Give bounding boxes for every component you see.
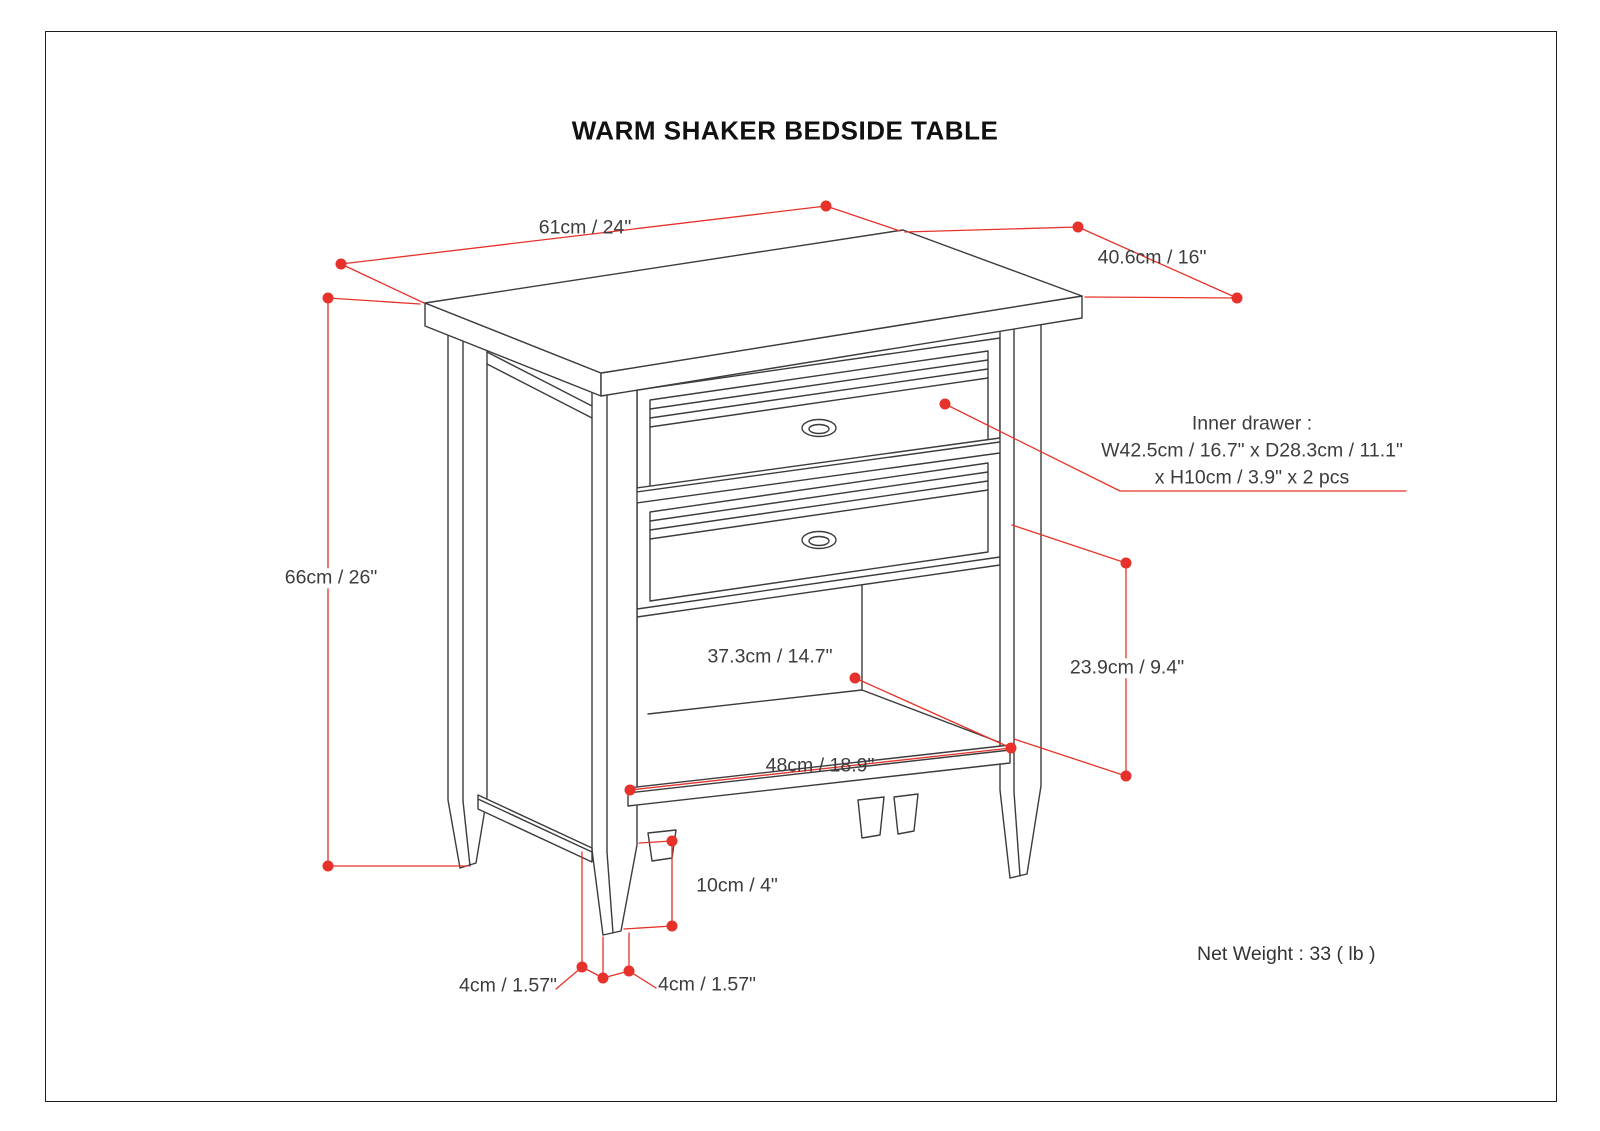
table-drawing — [424, 229, 1083, 936]
dim-leg-height — [623, 840, 673, 930]
dim-inner-drawer-leader — [944, 403, 1407, 492]
dim-shelf-depth — [854, 677, 1012, 749]
dim-label-height: 66cm / 26" — [280, 568, 382, 588]
dim-label-shelf-width: 48cm / 18.9" — [765, 754, 875, 777]
dim-label-top-width: 61cm / 24" — [538, 216, 632, 239]
inner-drawer-note-line1: Inner drawer : — [1191, 412, 1313, 435]
dim-top-width — [340, 205, 901, 304]
shelf-side-rail — [477, 794, 593, 863]
dimension-dots — [322, 200, 1243, 984]
dim-label-foot-depth: 4cm / 1.57" — [459, 974, 557, 997]
drawer-handle-icon — [801, 418, 837, 438]
dim-top-depth — [904, 226, 1238, 299]
tabletop — [424, 229, 1083, 397]
dim-shelf-width — [629, 747, 1012, 791]
leg-left — [447, 331, 488, 869]
drawer-handle-icon — [801, 530, 837, 550]
drawer-bottom — [649, 462, 989, 602]
dim-label-shelf-opening-height: 23.9cm / 9.4" — [1065, 658, 1189, 678]
back-leg-feet — [647, 793, 919, 862]
page-title: WARM SHAKER BEDSIDE TABLE — [571, 115, 999, 146]
leg-right — [999, 321, 1042, 879]
leg-front — [591, 387, 638, 936]
page-border — [45, 31, 1557, 1102]
dim-label-foot-width: 4cm / 1.57" — [658, 973, 756, 996]
dim-label-shelf-depth: 37.3cm / 14.7" — [707, 645, 833, 668]
inner-drawer-note-line2: W42.5cm / 16.7" x D28.3cm / 11.1" — [1101, 439, 1403, 462]
dim-label-top-depth: 40.6cm / 16" — [1097, 246, 1207, 269]
dimension-lines — [322, 200, 1407, 990]
net-weight-text: Net Weight : 33 ( lb ) — [1197, 943, 1376, 965]
inner-drawer-note-line3: x H10cm / 3.9" x 2 pcs — [1154, 466, 1350, 489]
dim-label-leg-height: 10cm / 4" — [696, 874, 778, 897]
side-apron — [486, 351, 593, 419]
shelf-front-rail — [627, 744, 1011, 807]
